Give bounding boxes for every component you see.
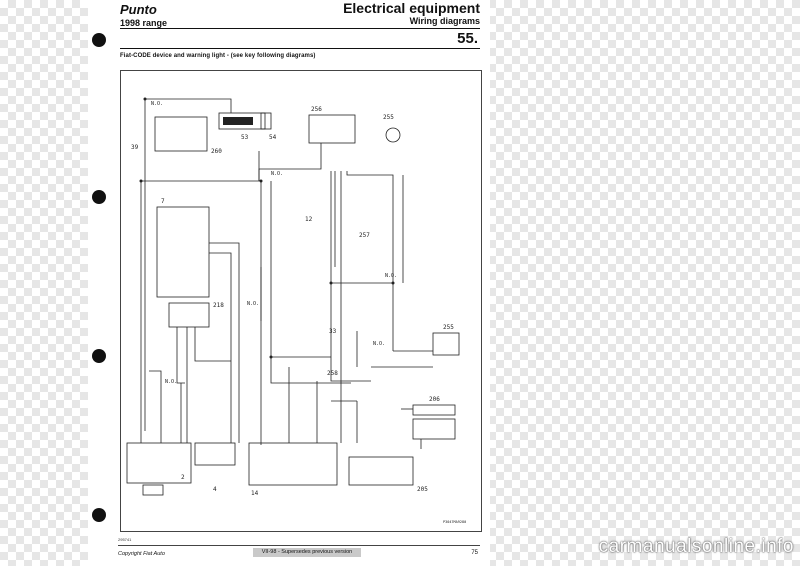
footer-code: 295741 [118, 537, 132, 542]
component-box [156, 206, 210, 298]
component-box [412, 418, 456, 440]
component-label: 2 [181, 474, 185, 481]
header-right: Electrical equipment Wiring diagrams [343, 0, 480, 26]
component-label: 255 [383, 114, 394, 121]
footer-page-number: 75 [471, 550, 478, 556]
footer-version: VII-98 - Supersedes previous version [253, 548, 361, 557]
footer-copyright: Copyright Fiat Auto [118, 551, 165, 557]
header-rule-bottom [120, 48, 480, 49]
component-label: 257 [359, 232, 370, 239]
component-label: 206 [429, 396, 440, 403]
wiring-diagram-svg: 39 260 53 54 256 255 7 12 257 218 33 258… [126, 97, 466, 524]
component-box [248, 442, 338, 486]
binder-hole [92, 349, 106, 363]
header-rule [120, 28, 480, 29]
wire-note: N.O. [385, 273, 397, 279]
component-box [218, 112, 266, 130]
component-label: 33 [329, 328, 337, 335]
diagram-code: P3047MA9280 [443, 520, 466, 524]
component-label: 53 [241, 134, 249, 141]
wiring-diagram: 39 260 53 54 256 255 7 12 257 218 33 258… [120, 70, 482, 532]
component-label: 256 [311, 106, 322, 113]
component-box [260, 112, 272, 130]
component-label: 39 [131, 144, 139, 151]
section-page-number: 55. [457, 30, 478, 47]
component-box [154, 116, 208, 152]
component-label: 258 [327, 370, 338, 377]
binder-hole [92, 190, 106, 204]
wire-note: N.O. [271, 171, 283, 177]
component-label: 255 [443, 324, 454, 331]
component-box [308, 114, 356, 144]
component-box [142, 484, 164, 496]
section-subtitle: Wiring diagrams [409, 16, 480, 26]
wire-note: N.O. [165, 379, 177, 385]
component-label: 54 [269, 134, 277, 141]
page-sheet: Punto 1998 range Electrical equipment Wi… [88, 0, 490, 566]
footer-rule [118, 545, 480, 546]
component-box [432, 332, 460, 356]
component-box [194, 442, 236, 466]
model-range: 1998 range [120, 18, 168, 28]
warning-light [385, 127, 401, 143]
diagram-caption: Fiat-CODE device and warning light - (se… [120, 53, 316, 59]
wire-note: N.O. [247, 301, 259, 307]
component-label: 218 [213, 302, 224, 309]
component-label: 14 [251, 490, 259, 497]
model-title: Punto [120, 2, 157, 17]
component-label: 205 [417, 486, 428, 493]
component-box [168, 302, 210, 328]
binder-hole [92, 508, 106, 522]
wire-note: N.O. [151, 101, 163, 107]
component-box [126, 442, 192, 484]
component-label: 4 [213, 486, 217, 493]
component-label: 7 [161, 198, 165, 205]
component-box [412, 404, 456, 416]
component-label: 12 [305, 216, 313, 223]
component-box [348, 456, 414, 486]
component-label: 260 [211, 148, 222, 155]
watermark: carmanualsonline.info [598, 536, 794, 557]
binder-hole [92, 33, 106, 47]
wire-note: N.O. [373, 341, 385, 347]
section-title: Electrical equipment [343, 0, 480, 16]
header-left: Punto 1998 range [120, 2, 167, 28]
